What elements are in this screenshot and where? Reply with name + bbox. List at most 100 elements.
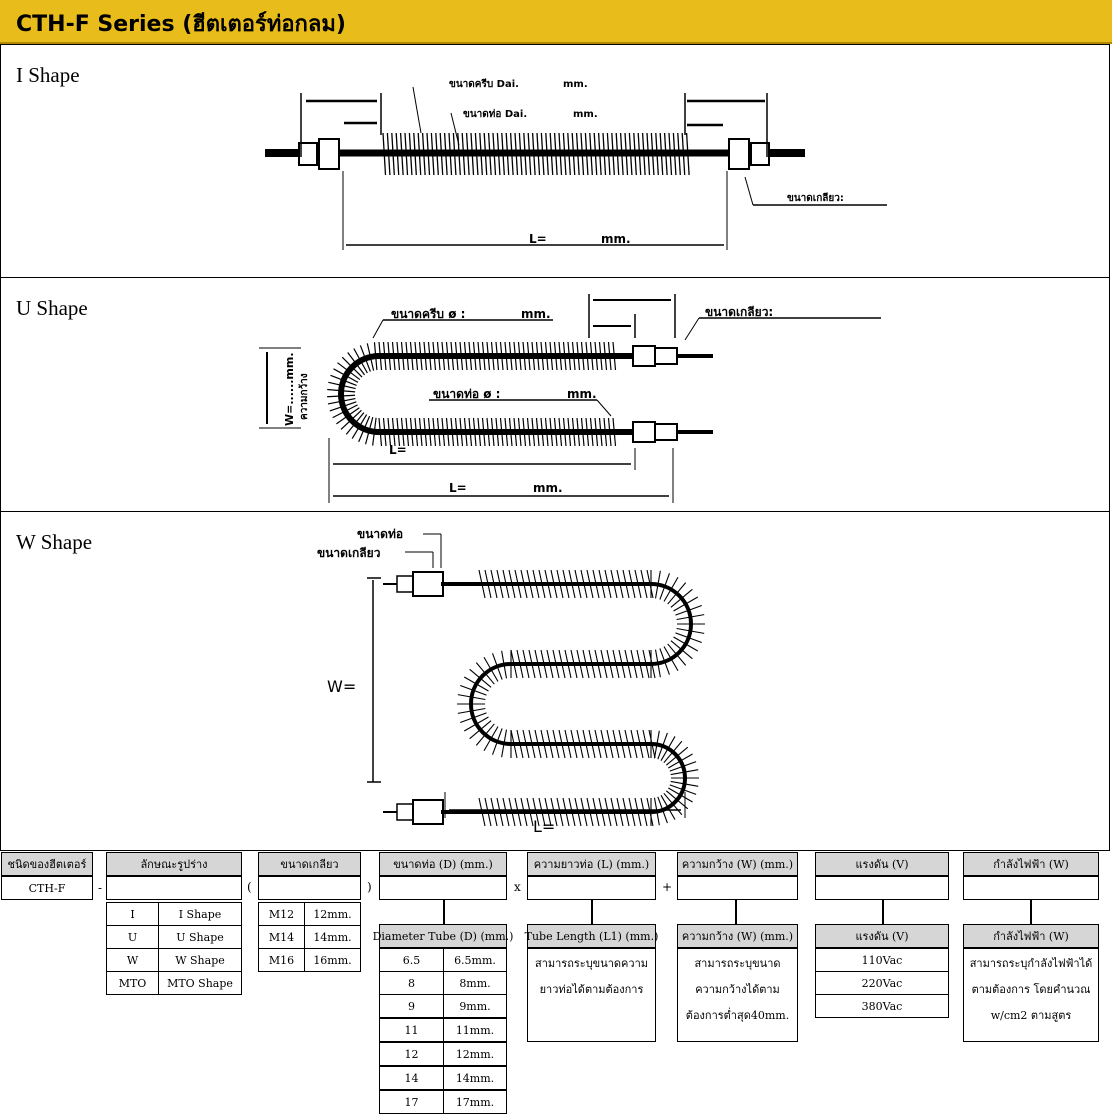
fin-line [469, 668, 492, 688]
power-sub-header: กำลังไฟฟ้า (W) [963, 924, 1099, 948]
fin-line [337, 362, 361, 381]
fin-line [386, 132, 391, 176]
fin-line [540, 649, 548, 679]
width-input-box[interactable] [677, 876, 798, 900]
fin-line [562, 569, 570, 599]
fin-line [382, 417, 387, 447]
i-thread-label: ขนาดเกลียว: [787, 192, 844, 204]
fin-line [550, 569, 558, 599]
fin-line [526, 341, 531, 371]
fin-line [646, 569, 654, 599]
thread-size: 16mm. [304, 948, 361, 972]
fin-line [504, 417, 509, 447]
fin-line [657, 732, 668, 760]
page-header: CTH-F Series (ฮีตเตอร์ท่อกลม) [0, 0, 1112, 44]
fin-line [475, 662, 495, 685]
fin-line [474, 132, 479, 176]
fin-line [575, 132, 580, 176]
fin-line [592, 569, 600, 599]
tube-size: 17mm. [443, 1090, 507, 1114]
fin-line [454, 341, 459, 371]
w-shape-diagram: ขนาดท่อ ขนาดเกลียว W= L= [317, 527, 705, 836]
separator-dash: - [98, 881, 103, 895]
fin-line [669, 761, 697, 772]
fin-line [513, 341, 518, 371]
fin-line [592, 797, 600, 827]
fin-line [675, 605, 702, 616]
fin-line [439, 132, 444, 176]
fin-line [538, 797, 546, 827]
fin-line [552, 729, 560, 759]
fin-line [414, 417, 419, 447]
u-tube-mm: mm. [567, 387, 597, 401]
fin-line [558, 341, 563, 371]
fin-line [481, 417, 486, 447]
fin-line [568, 797, 576, 827]
fin-line [534, 649, 542, 679]
fin-line [552, 649, 560, 679]
tube-input-box[interactable] [379, 876, 507, 900]
fin-line [549, 132, 554, 176]
fin-line [400, 341, 405, 371]
fin-line [475, 723, 495, 746]
u-width-label: W=......mm. [283, 352, 296, 426]
fin-line [448, 132, 453, 176]
fin-line [582, 649, 590, 679]
fin-line [564, 649, 572, 679]
fin-line [499, 341, 504, 371]
fin-line [544, 569, 552, 599]
fin-line [562, 797, 570, 827]
fin-line [634, 569, 642, 599]
fin-line [576, 729, 584, 759]
fin-line [391, 341, 396, 371]
fin-line [636, 649, 644, 679]
fin-line [345, 412, 365, 435]
fin-line [659, 573, 670, 600]
fin-line [654, 570, 661, 599]
fin-line [668, 753, 693, 769]
fin-line [628, 797, 636, 827]
fin-line [463, 676, 489, 692]
fin-line [616, 797, 624, 827]
fin-line [655, 132, 659, 176]
fin-line [553, 132, 558, 176]
fin-line [492, 132, 497, 176]
fin-line [659, 132, 664, 176]
fin-line [327, 394, 356, 398]
tube-size: 14mm. [443, 1066, 507, 1090]
fin-line [549, 417, 554, 447]
fin-line [486, 417, 491, 447]
fin-line [648, 649, 656, 679]
fin-line [567, 341, 572, 371]
fin-line [502, 797, 510, 827]
fin-line [553, 417, 558, 447]
length-note: สามารถระบุขนาดความยาวท่อได้ตามต้องการ [527, 948, 656, 1042]
length-input-box[interactable] [527, 876, 656, 900]
fin-line [472, 417, 477, 447]
fin-line [622, 797, 630, 827]
fin-line [483, 656, 499, 682]
fin-line [347, 352, 366, 376]
fin-line [495, 341, 500, 371]
voltage-input-box[interactable] [815, 876, 949, 900]
u-fin-mm: mm. [521, 307, 551, 321]
fin-line [670, 640, 693, 660]
w-thread-label: ขนาดเกลียว [317, 546, 381, 560]
fin-line [327, 388, 356, 393]
fin-line [681, 132, 686, 176]
fin-line [477, 341, 482, 371]
fin-line [351, 414, 368, 439]
fin-line [441, 417, 446, 447]
power-input-box[interactable] [963, 876, 1099, 900]
fin-line [478, 797, 486, 827]
fin-line [642, 649, 650, 679]
shape-input-box[interactable] [106, 876, 242, 900]
u-width-th: ความกว้าง [298, 373, 310, 420]
thread-input-box[interactable] [258, 876, 361, 900]
fin-line [505, 132, 510, 176]
fin-line [598, 341, 603, 371]
fin-line [574, 569, 582, 599]
fin-line [396, 341, 401, 371]
fin-line [479, 132, 483, 176]
type-header: ชนิดของฮีตเตอร์ [1, 852, 93, 876]
